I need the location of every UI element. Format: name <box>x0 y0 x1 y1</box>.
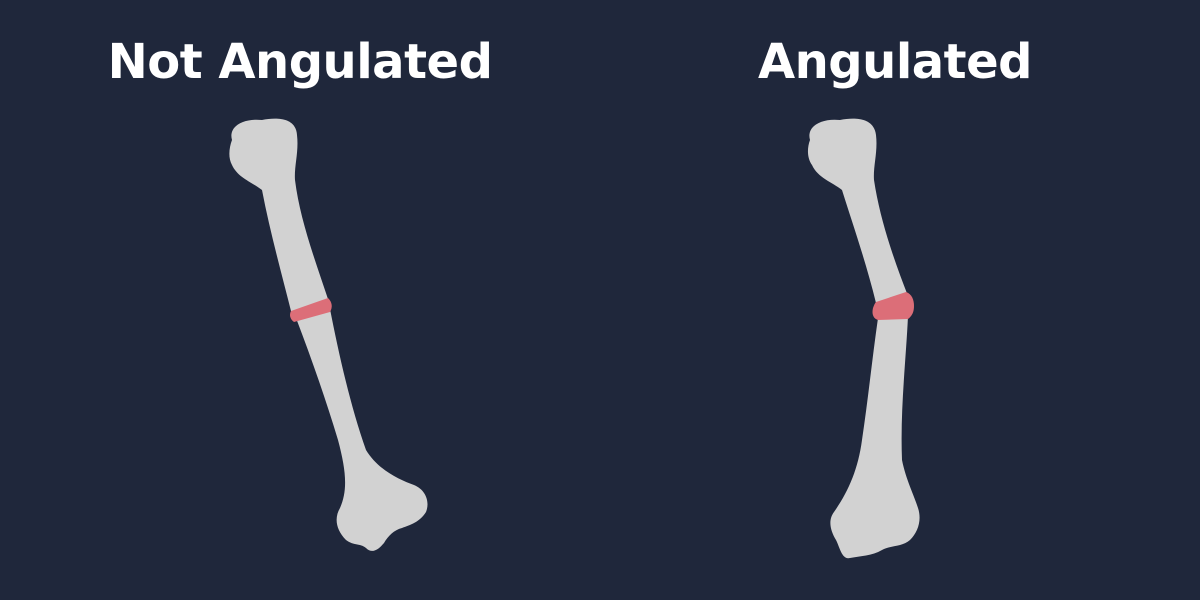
panel-title-angulated: Angulated <box>757 34 1033 90</box>
humerus-bone-left-lower <box>296 309 428 551</box>
panel-title-not-angulated: Not Angulated <box>107 34 493 90</box>
fracture-line-not-angulated <box>290 298 332 322</box>
humerus-bone-right-lower <box>830 316 920 559</box>
bone-not-angulated <box>229 118 428 551</box>
humerus-bone-left <box>229 118 330 315</box>
humerus-bone-right-upper <box>807 118 908 303</box>
fracture-wedge-angulated <box>872 292 914 320</box>
bone-angulated <box>807 118 920 559</box>
